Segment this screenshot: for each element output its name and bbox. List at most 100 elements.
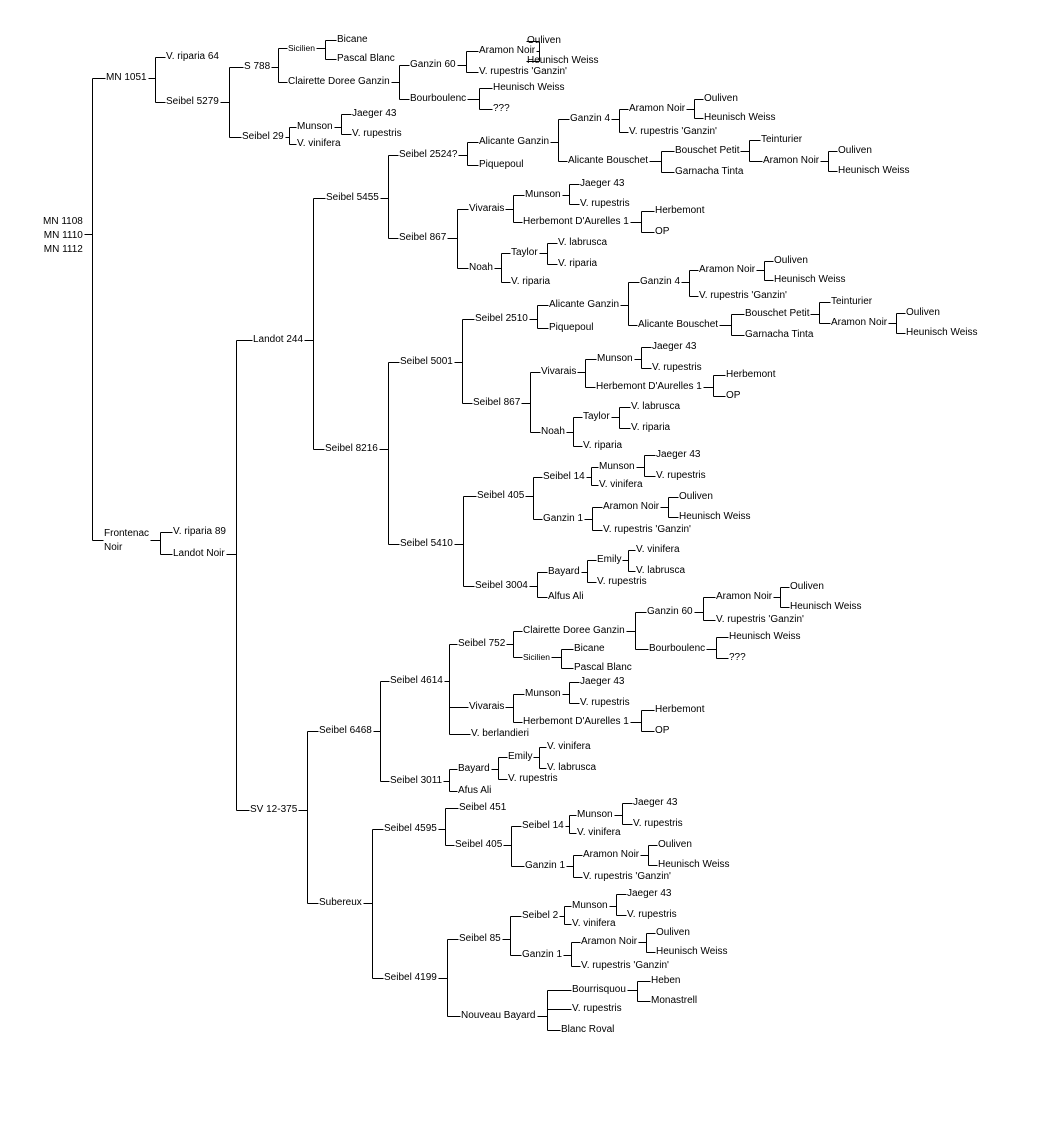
node-landot-244: Landot 244 <box>253 334 304 345</box>
node-garnacha-tinta: Garnacha Tinta <box>745 329 814 340</box>
node-heunisch-weiss: Heunisch Weiss <box>658 859 730 870</box>
node-aramon-noir: Aramon Noir <box>716 591 773 602</box>
node-noah: Noah <box>469 262 493 273</box>
node-munson: Munson <box>525 189 561 200</box>
node-op: OP <box>726 390 741 401</box>
node-heunisch-weiss: Heunisch Weiss <box>790 601 862 612</box>
node-v-rupestris-ganzin: V. rupestris 'Ganzin' <box>699 290 787 301</box>
node-teinturier: Teinturier <box>831 296 873 307</box>
node-seibel-14: Seibel 14 <box>522 820 564 831</box>
node-emily: Emily <box>508 751 533 762</box>
node-heunisch-weiss: Heunisch Weiss <box>838 165 910 176</box>
node-herbemont: Herbemont <box>655 704 705 715</box>
node-alfus-ali: Alfus Ali <box>548 591 584 602</box>
node-v-riparia: V. riparia <box>558 258 598 269</box>
node-alicante-bouschet: Alicante Bouschet <box>568 155 649 166</box>
node-jaeger-43: Jaeger 43 <box>627 888 672 899</box>
node-seibel-29: Seibel 29 <box>242 131 284 142</box>
node-seibel-752: Seibel 752 <box>458 638 506 649</box>
node-aramon-noir: Aramon Noir <box>479 45 536 56</box>
node-emily: Emily <box>597 554 622 565</box>
node-jaeger-43: Jaeger 43 <box>652 341 697 352</box>
node-seibel-85: Seibel 85 <box>459 933 501 944</box>
node-v-rupestris: V. rupestris <box>352 128 402 139</box>
node-v-labrusca: V. labrusca <box>631 401 681 412</box>
node-garnacha-tinta: Garnacha Tinta <box>675 166 744 177</box>
node-taylor: Taylor <box>511 247 538 258</box>
node-pascal-blanc: Pascal Blanc <box>574 662 632 673</box>
node-taylor: Taylor <box>583 411 610 422</box>
node-v-rupestris: V. rupestris <box>580 697 630 708</box>
node-ouliven: Ouliven <box>906 307 940 318</box>
node-vivarais: Vivarais <box>469 203 505 214</box>
node-bicane: Bicane <box>337 34 368 45</box>
node-ganzin-60: Ganzin 60 <box>647 606 693 617</box>
node-munson: Munson <box>597 353 633 364</box>
node-ganzin-4: Ganzin 4 <box>570 113 611 124</box>
node-v-rupestris-ganzin: V. rupestris 'Ganzin' <box>603 524 691 535</box>
node-v-labrusca: V. labrusca <box>558 237 608 248</box>
node-v-riparia: V. riparia <box>583 440 623 451</box>
node-aramon-noir: Aramon Noir <box>831 317 888 328</box>
node-s-788: S 788 <box>244 61 271 72</box>
node-v-riparia-89: V. riparia 89 <box>173 526 226 537</box>
node-clairette-doree-ganzin: Clairette Doree Ganzin <box>523 625 625 636</box>
node-seibel-2510: Seibel 2510 <box>475 313 528 324</box>
node-v-rupestris: V. rupestris <box>572 1003 622 1014</box>
node-seibel-8216: Seibel 8216 <box>325 443 378 454</box>
node-seibel-4199: Seibel 4199 <box>384 972 437 983</box>
node-heunisch-weiss: Heunisch Weiss <box>493 82 565 93</box>
node-v-vinifera: V. vinifera <box>599 479 643 490</box>
node-v-rupestris: V. rupestris <box>652 362 702 373</box>
node-v-riparia-64: V. riparia 64 <box>166 51 219 62</box>
node-qqq: ??? <box>493 103 510 114</box>
node-v-riparia: V. riparia <box>631 422 671 433</box>
node-qqq: ??? <box>729 652 746 663</box>
node-v-rupestris-ganzin: V. rupestris 'Ganzin' <box>716 614 804 625</box>
node-ouliven: Ouliven <box>790 581 824 592</box>
node-heunisch-weiss: Heunisch Weiss <box>774 274 846 285</box>
node-seibel-4614: Seibel 4614 <box>390 675 443 686</box>
node-seibel-405: Seibel 405 <box>455 839 503 850</box>
node-jaeger-43: Jaeger 43 <box>580 178 625 189</box>
node-ouliven: Ouliven <box>704 93 738 104</box>
node-herbemont-d-aurelles-1: Herbemont D'Aurelles 1 <box>523 216 629 227</box>
node-jaeger-43: Jaeger 43 <box>580 676 625 687</box>
node-aramon-noir: Aramon Noir <box>581 936 638 947</box>
node-subereux: Subereux <box>319 897 362 908</box>
node-munson: Munson <box>577 809 613 820</box>
node-heunisch-weiss: Heunisch Weiss <box>906 327 978 338</box>
node-landot-noir: Landot Noir <box>173 548 225 559</box>
node-heunisch-weiss: Heunisch Weiss <box>729 631 801 642</box>
node-monastrell: Monastrell <box>651 995 698 1006</box>
node-bicane: Bicane <box>574 643 605 654</box>
node-seibel-3011: Seibel 3011 <box>390 775 443 786</box>
node-v-labrusca: V. labrusca <box>547 762 597 773</box>
node-bourboulenc: Bourboulenc <box>649 643 706 654</box>
node-heunisch-weiss: Heunisch Weiss <box>704 112 776 123</box>
node-bayard: Bayard <box>548 566 580 577</box>
node-bourrisquou: Bourrisquou <box>572 984 626 995</box>
node-op: OP <box>655 226 670 237</box>
node-jaeger-43: Jaeger 43 <box>352 108 397 119</box>
node-ganzin-1: Ganzin 1 <box>525 860 566 871</box>
node-seibel-2: Seibel 2 <box>522 910 559 921</box>
node-v-rupestris: V. rupestris <box>508 773 558 784</box>
node-clairette-doree-ganzin: Clairette Doree Ganzin <box>288 76 390 87</box>
node-alicante-bouschet: Alicante Bouschet <box>638 319 719 330</box>
node-jaeger-43: Jaeger 43 <box>656 449 701 460</box>
node-seibel-3004: Seibel 3004 <box>475 580 528 591</box>
node-v-rupestris: V. rupestris <box>597 576 647 587</box>
node-bayard: Bayard <box>458 763 490 774</box>
node-bourboulenc: Bourboulenc <box>410 93 467 104</box>
node-ganzin-4: Ganzin 4 <box>640 276 681 287</box>
node-heunisch-weiss: Heunisch Weiss <box>679 511 751 522</box>
node-alicante-ganzin: Alicante Ganzin <box>549 299 620 310</box>
node-bouschet-petit: Bouschet Petit <box>675 145 740 156</box>
node-seibel-5455: Seibel 5455 <box>326 192 379 203</box>
node-mn-1051: MN 1051 <box>106 72 147 83</box>
node-v-vinifera: V. vinifera <box>636 544 680 555</box>
node-ouliven: Ouliven <box>658 839 692 850</box>
node-seibel-5001: Seibel 5001 <box>400 356 453 367</box>
node-ouliven: Ouliven <box>679 491 713 502</box>
